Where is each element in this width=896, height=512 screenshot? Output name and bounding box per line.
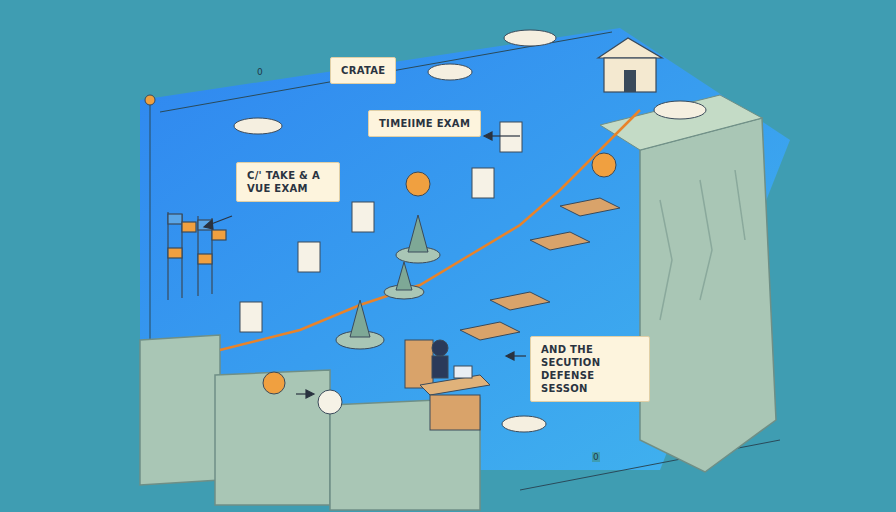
callout-text: C/' TAKE & A VUE EXAM bbox=[247, 169, 329, 195]
frame-line bbox=[520, 440, 780, 490]
callout-box: CRATAE bbox=[330, 57, 396, 84]
leader-arrows bbox=[204, 132, 526, 398]
building bbox=[604, 58, 656, 92]
frame-line bbox=[150, 100, 151, 350]
documents bbox=[240, 122, 522, 332]
orange-path bbox=[220, 110, 640, 350]
callout-text: TIMEIIME EXAM bbox=[379, 117, 470, 130]
stations bbox=[460, 198, 620, 340]
callout-box: AND THE SECUTION DEFENSE SESSON bbox=[530, 336, 650, 402]
clouds bbox=[234, 30, 706, 432]
flags bbox=[168, 212, 226, 300]
building-roof bbox=[598, 38, 662, 58]
callout-box: C/' TAKE & A VUE EXAM bbox=[236, 162, 340, 202]
callout-text: CRATAE bbox=[341, 64, 385, 77]
cliff-crack bbox=[660, 170, 745, 320]
callout-text: AND THE SECUTION DEFENSE SESSON bbox=[541, 343, 639, 395]
marker-number: 0 bbox=[256, 67, 264, 77]
building-door bbox=[624, 70, 636, 92]
left-block bbox=[140, 335, 220, 485]
cliff-top bbox=[600, 95, 762, 150]
left-block bbox=[215, 370, 330, 505]
clock bbox=[318, 390, 342, 414]
marker-number: 0 bbox=[592, 452, 600, 462]
callout-box: TIMEIIME EXAM bbox=[368, 110, 481, 137]
person-at-desk bbox=[405, 340, 490, 430]
marker bbox=[145, 95, 155, 105]
right-cliff bbox=[640, 118, 776, 472]
